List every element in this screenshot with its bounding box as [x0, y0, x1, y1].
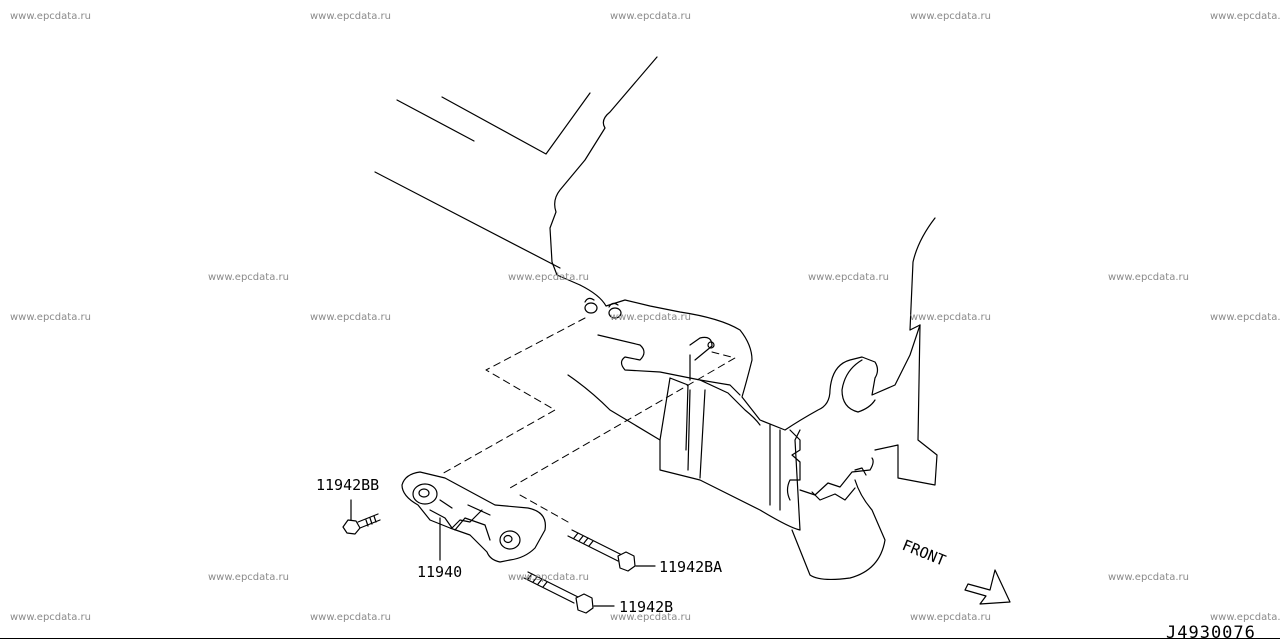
engine-block [567, 284, 938, 581]
callout-11942BB[interactable]: 11942BB [316, 476, 380, 494]
watermark: www.epcdata.ru [1210, 612, 1280, 623]
watermark: www.epcdata.ru [310, 612, 391, 623]
watermark: www.epcdata.ru [208, 572, 289, 583]
watermark: www.epcdata.ru [1108, 572, 1189, 583]
engine-upper-outline [374, 56, 936, 331]
watermark: www.epcdata.ru [1108, 272, 1189, 283]
watermark: www.epcdata.ru [10, 11, 91, 22]
callout-11942B[interactable]: 11942B [619, 598, 674, 616]
watermark: www.epcdata.ru [1210, 312, 1280, 323]
watermark: www.epcdata.ru [1210, 11, 1280, 22]
watermark: www.epcdata.ru [910, 612, 991, 623]
bracket-11940 [401, 471, 546, 563]
watermark: www.epcdata.ru [10, 312, 91, 323]
front-arrow-icon [964, 569, 1011, 605]
watermark: www.epcdata.ru [208, 272, 289, 283]
bolt-11942BB [342, 499, 381, 535]
watermark: www.epcdata.ru [610, 312, 691, 323]
diagram-id: J4930076 [1166, 623, 1256, 643]
callout-11940[interactable]: 11940 [417, 563, 463, 581]
bolt-11942BA [567, 529, 656, 572]
watermark: www.epcdata.ru [310, 11, 391, 22]
assembly-guide-lines [439, 317, 736, 523]
callout-11942BA[interactable]: 11942BA [659, 558, 723, 576]
watermark: www.epcdata.ru [910, 312, 991, 323]
watermark: www.epcdata.ru [508, 572, 589, 583]
watermark: www.epcdata.ru [508, 272, 589, 283]
watermark: www.epcdata.ru [910, 11, 991, 22]
watermark: www.epcdata.ru [310, 312, 391, 323]
bolt-11942B [523, 571, 615, 614]
watermark: www.epcdata.ru [10, 612, 91, 623]
watermark: www.epcdata.ru [610, 11, 691, 22]
watermark: www.epcdata.ru [610, 612, 691, 623]
watermark: www.epcdata.ru [808, 272, 889, 283]
